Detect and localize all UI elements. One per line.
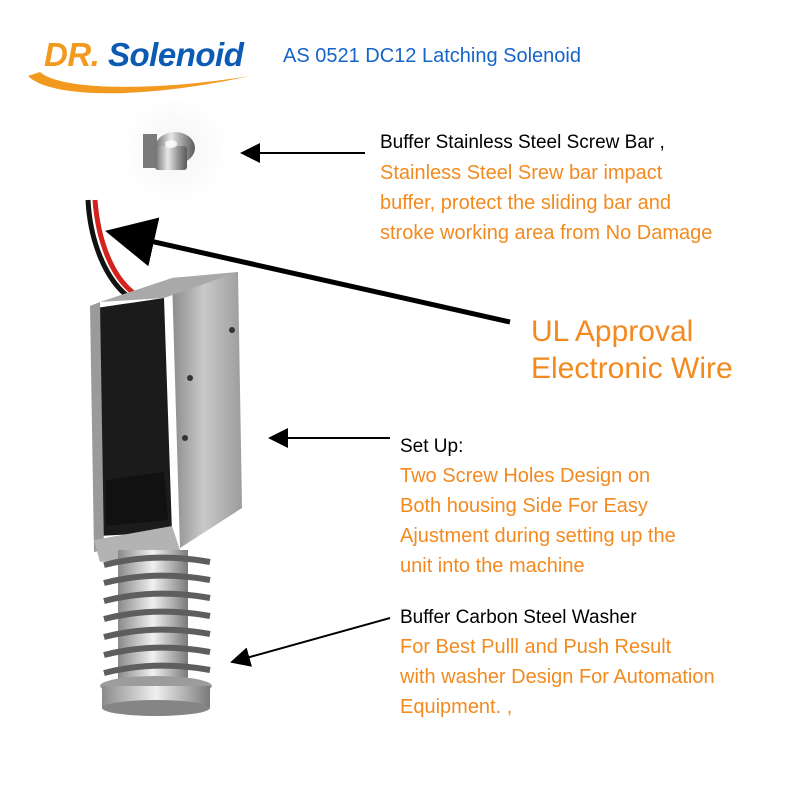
wire-line-1: UL Approval (531, 315, 694, 348)
washer-callout: Buffer Carbon Steel Washer For Best Pull… (400, 604, 800, 722)
logo-swoosh-icon (28, 72, 250, 94)
logo-brand-text: Solenoid (108, 36, 244, 73)
washer-title: Buffer Carbon Steel Washer (400, 607, 637, 628)
screw-bar-description: Stainless Steel Srew bar impact buffer, … (380, 162, 713, 244)
wire-line-2: Electronic Wire (531, 352, 733, 385)
setup-description: Two Screw Holes Design on Both housing S… (400, 465, 676, 577)
brand-logo: DR. Solenoid (20, 28, 260, 98)
washer-description: For Best Pulll and Push Result with wash… (400, 636, 715, 718)
screw-bar-photo (125, 100, 225, 200)
screw-bar-callout: Buffer Stainless Steel Screw Bar , Stain… (380, 128, 790, 248)
product-title: AS 0521 DC12 Latching Solenoid (283, 45, 581, 67)
wire-callout: UL Approval Electronic Wire (531, 313, 791, 387)
logo-dr-text: DR. (44, 36, 100, 73)
setup-title: Set Up: (400, 436, 464, 457)
screw-bar-title: Buffer Stainless Steel Screw Bar , (380, 132, 665, 153)
solenoid-photo (85, 199, 242, 716)
setup-callout: Set Up: Two Screw Holes Design on Both h… (400, 433, 780, 581)
